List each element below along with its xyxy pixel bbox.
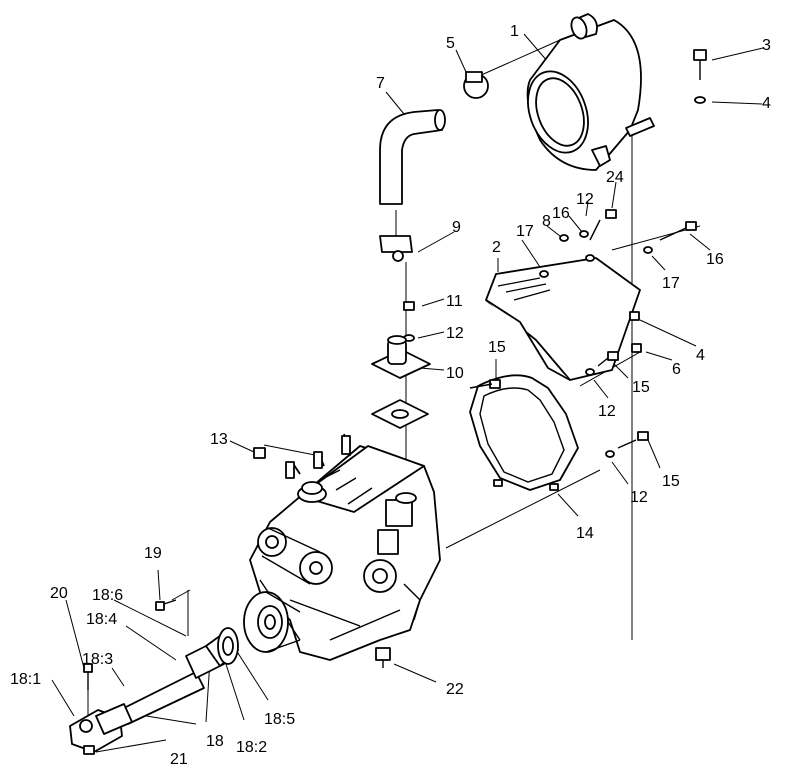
callout-14: 14 [576, 525, 594, 542]
callout-18-6: 18:6 [92, 587, 123, 604]
callout-12: 12 [446, 325, 464, 342]
bolt-part [605, 431, 649, 458]
driveshaft-part [69, 627, 239, 755]
muffler-part [526, 13, 655, 171]
callout-12: 12 [576, 191, 594, 208]
callout-18: 18 [206, 733, 224, 750]
callout-18-2: 18:2 [236, 739, 267, 756]
fan-shroud-part [469, 374, 579, 491]
bolt-part [693, 49, 707, 104]
callout-5: 5 [446, 35, 455, 52]
engine-part [249, 433, 441, 661]
bolt-part [559, 209, 697, 254]
callout-11: 11 [446, 293, 463, 310]
pulley-part [243, 591, 301, 653]
flange-part [371, 335, 431, 429]
clamp-part [379, 235, 413, 262]
callout-24: 24 [606, 169, 624, 186]
callout-18-4: 18:4 [86, 611, 117, 628]
callout-16: 16 [706, 251, 724, 268]
callout-16: 16 [552, 205, 570, 222]
callout-1: 1 [510, 23, 519, 40]
callout-2: 2 [492, 239, 501, 256]
callout-3: 3 [762, 37, 771, 54]
callout-17: 17 [516, 223, 534, 240]
callout-21: 21 [170, 751, 188, 768]
callout-18-1: 18:1 [10, 671, 41, 688]
bolt-part [585, 351, 619, 376]
callout-18-3: 18:3 [82, 651, 113, 668]
bracket-part [485, 254, 641, 381]
clamp-part [463, 71, 489, 99]
callout-20: 20 [50, 585, 68, 602]
callout-8: 8 [542, 213, 551, 230]
callout-4: 4 [696, 347, 705, 364]
callout-labels: 1 2 3 4 4 5 6 7 8 9 10 11 12 12 12 12 13… [10, 23, 771, 768]
fitting-part [375, 647, 391, 668]
callout-4: 4 [762, 95, 771, 112]
nut-part [253, 447, 266, 459]
callout-17: 17 [662, 275, 680, 292]
callout-19: 19 [144, 545, 162, 562]
callout-9: 9 [452, 219, 461, 236]
callout-18-5: 18:5 [264, 711, 295, 728]
callout-12: 12 [630, 489, 648, 506]
exhaust-pipe-part [379, 109, 446, 205]
callout-6: 6 [672, 361, 681, 378]
callout-10: 10 [446, 365, 464, 382]
callout-15: 15 [662, 473, 680, 490]
callout-13: 13 [210, 431, 228, 448]
callout-15: 15 [632, 379, 650, 396]
callout-15: 15 [488, 339, 506, 356]
leader-lines [51, 33, 764, 753]
bolt-part [155, 599, 177, 611]
callout-7: 7 [376, 75, 385, 92]
nut-part [629, 311, 642, 353]
callout-12: 12 [598, 403, 616, 420]
callout-22: 22 [446, 681, 464, 698]
pin-part [83, 663, 93, 690]
